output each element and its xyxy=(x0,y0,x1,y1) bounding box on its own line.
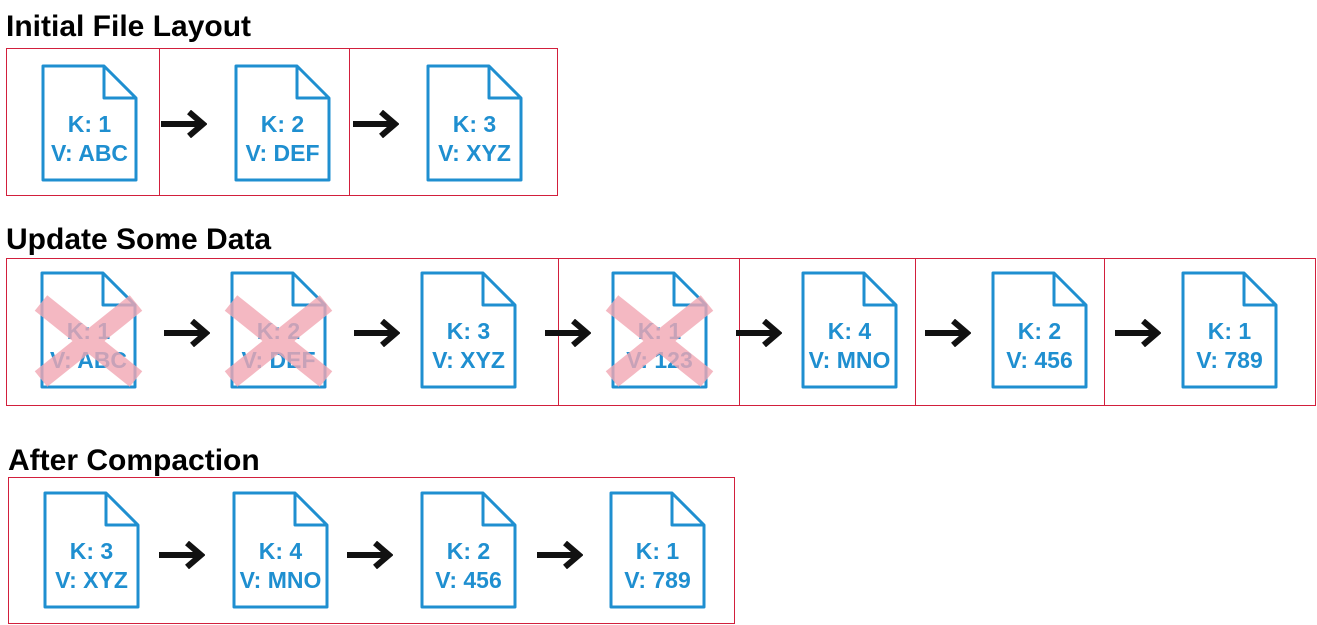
record-key: K: 2 xyxy=(446,538,491,564)
document-icon xyxy=(426,64,523,182)
x-mark-icon xyxy=(605,295,714,387)
arrow-right-icon xyxy=(159,109,208,139)
x-mark-icon xyxy=(224,295,333,387)
record-key: K: 2 xyxy=(260,111,305,137)
arrow-right-icon xyxy=(162,318,211,348)
record-document: K: 3 V: XYZ xyxy=(420,271,517,389)
document-icon xyxy=(1181,271,1278,389)
file-segment xyxy=(739,258,916,406)
record-value: V: MNO xyxy=(808,347,891,373)
file-segment xyxy=(1104,258,1316,406)
record-document: K: 1 V: ABC xyxy=(41,64,138,182)
record-document: K: 2 V: DEF xyxy=(224,271,333,389)
file-segment xyxy=(6,48,160,196)
record-document: K: 1 V: 123 xyxy=(605,271,714,389)
record-value: V: DEF xyxy=(245,140,320,166)
arrow-right-icon xyxy=(351,109,400,139)
file-segment xyxy=(8,477,735,624)
arrow-right-icon xyxy=(543,318,592,348)
section-title-after-compaction: After Compaction xyxy=(8,444,260,477)
record-document: K: 4 V: MNO xyxy=(232,491,329,609)
record-document: K: 2 V: 456 xyxy=(991,271,1088,389)
document-icon xyxy=(420,491,517,609)
arrow-right-icon xyxy=(535,540,584,570)
record-document: K: 2 V: 456 xyxy=(420,491,517,609)
record-key: K: 1 xyxy=(67,111,112,137)
record-value: V: 456 xyxy=(435,567,502,593)
record-document: K: 3 V: XYZ xyxy=(43,491,140,609)
document-icon xyxy=(420,271,517,389)
record-document: K: 4 V: MNO xyxy=(801,271,898,389)
arrow-right-icon xyxy=(1113,318,1162,348)
record-value: V: 456 xyxy=(1006,347,1073,373)
arrow-right-icon xyxy=(923,318,972,348)
document-icon xyxy=(801,271,898,389)
record-value: V: 789 xyxy=(624,567,691,593)
record-value: V: XYZ xyxy=(432,347,505,373)
record-value: V: XYZ xyxy=(55,567,128,593)
record-document: K: 1 V: 789 xyxy=(1181,271,1278,389)
record-value: V: MNO xyxy=(239,567,322,593)
record-document: K: 1 V: ABC xyxy=(34,271,143,389)
document-icon xyxy=(234,64,331,182)
arrow-right-icon xyxy=(345,540,394,570)
record-key: K: 3 xyxy=(452,111,497,137)
record-key: K: 1 xyxy=(635,538,680,564)
file-segment xyxy=(159,48,350,196)
record-key: K: 3 xyxy=(69,538,114,564)
document-icon xyxy=(609,491,706,609)
record-key: K: 4 xyxy=(827,318,872,344)
record-key: K: 3 xyxy=(446,318,491,344)
document-icon xyxy=(43,491,140,609)
arrow-right-icon xyxy=(734,318,783,348)
record-key: K: 1 xyxy=(1207,318,1252,344)
arrow-right-icon xyxy=(352,318,401,348)
document-icon xyxy=(41,64,138,182)
record-key: K: 4 xyxy=(258,538,303,564)
record-key: K: 2 xyxy=(1017,318,1062,344)
record-value: V: ABC xyxy=(50,140,129,166)
document-icon xyxy=(232,491,329,609)
record-document: K: 3 V: XYZ xyxy=(426,64,523,182)
x-mark-icon xyxy=(34,295,143,387)
record-document: K: 2 V: DEF xyxy=(234,64,331,182)
record-value: V: XYZ xyxy=(438,140,511,166)
section-title-update-data: Update Some Data xyxy=(6,223,272,256)
file-segment xyxy=(349,48,558,196)
document-icon xyxy=(991,271,1088,389)
record-document: K: 1 V: 789 xyxy=(609,491,706,609)
record-value: V: 789 xyxy=(1196,347,1263,373)
file-segment xyxy=(915,258,1105,406)
section-title-initial-layout: Initial File Layout xyxy=(6,10,252,43)
arrow-right-icon xyxy=(157,540,206,570)
